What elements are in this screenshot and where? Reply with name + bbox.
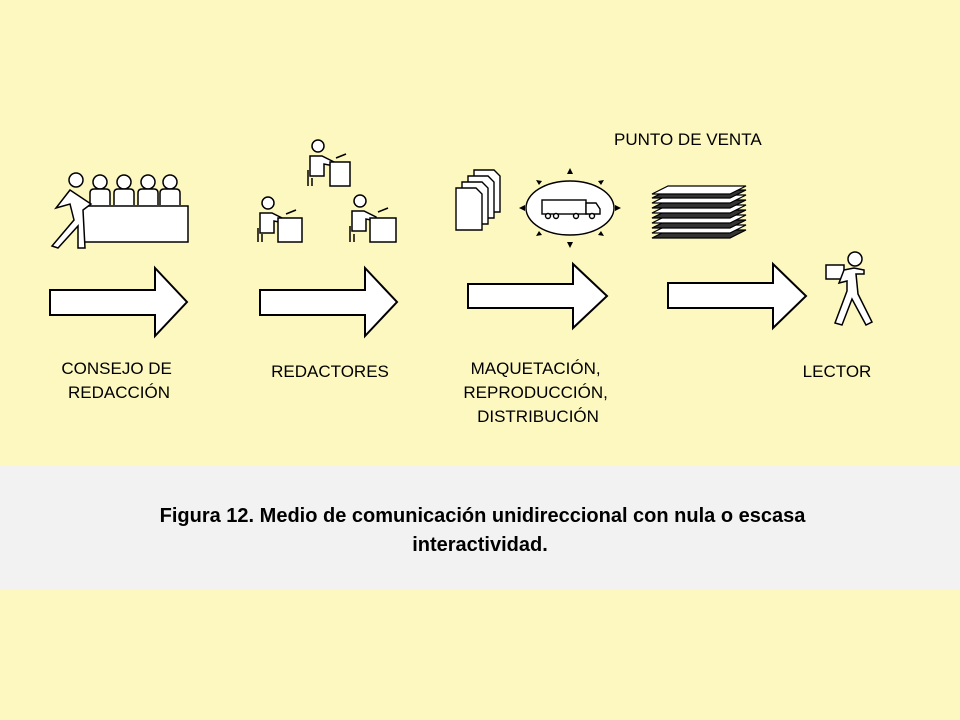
punto-de-venta-label: PUNTO DE VENTA xyxy=(614,130,762,149)
writers-icon xyxy=(257,139,397,243)
documents-stack-icon xyxy=(455,169,501,231)
caption-line-2: interactividad. xyxy=(412,534,548,556)
editorial-board-icon xyxy=(50,172,189,249)
flow-arrow-4 xyxy=(667,261,808,331)
caption-line-1: Figura 12. Medio de comunicación unidire… xyxy=(159,505,806,527)
stage-label-maquetacion: MAQUETACIÓN, REPRODUCCIÓN, DISTRIBUCIÓN xyxy=(463,359,612,426)
figure-caption: Figura 12. Medio de comunicación unidire… xyxy=(0,502,960,560)
caption-band xyxy=(0,466,960,590)
distribution-truck-icon xyxy=(519,168,621,248)
flow-arrow-1 xyxy=(49,265,189,339)
stage-label-redactores: REDACTORES xyxy=(271,362,389,381)
flow-arrow-2 xyxy=(259,265,399,339)
reader-icon xyxy=(825,251,874,326)
communication-flow-diagram: PUNTO DE VENTA CONSEJO DE REDACCIÓN REDA… xyxy=(49,130,874,426)
stage-label-consejo: CONSEJO DE REDACCIÓN xyxy=(61,359,176,402)
newspaper-stack-icon xyxy=(651,185,747,239)
stage-label-lector: LECTOR xyxy=(803,362,872,381)
flow-arrow-3 xyxy=(467,261,609,331)
